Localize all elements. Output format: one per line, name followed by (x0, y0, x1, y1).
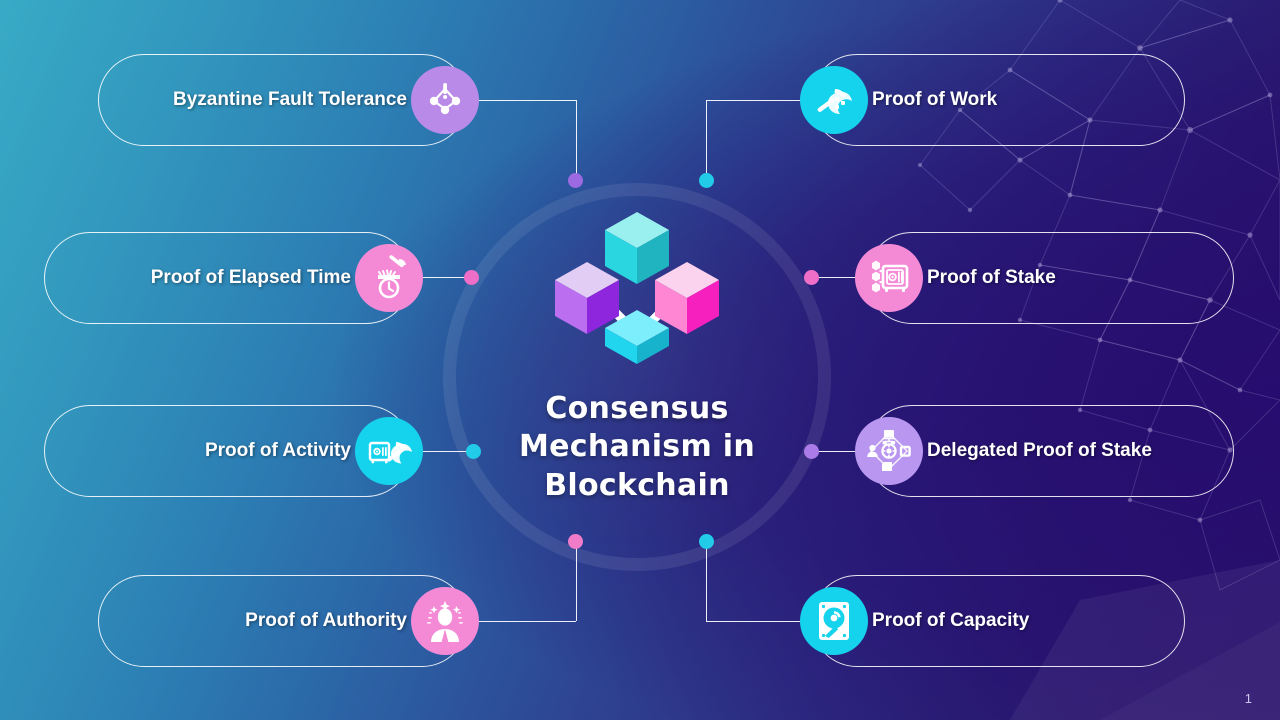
vault-pickaxe-icon (355, 417, 423, 485)
item-label-proof-of-activity: Proof of Activity (204, 440, 351, 461)
item-label-proof-of-capacity: Proof of Capacity (872, 610, 1030, 631)
connector-dot-proof-of-work (699, 173, 714, 188)
item-label-proof-of-elapsed-time: Proof of Elapsed Time (150, 267, 351, 288)
vault-coins-icon (855, 244, 923, 312)
item-byzantine-fault-tolerance[interactable]: Byzantine Fault Tolerance (98, 54, 479, 146)
item-proof-of-stake[interactable]: Proof of Stake (855, 232, 1234, 324)
hard-disk-drive-icon (800, 587, 868, 655)
item-label-proof-of-stake: Proof of Stake (927, 267, 1056, 288)
blockchain-cubes-network-icon (555, 212, 719, 364)
clock-pickaxe-icon (355, 244, 423, 312)
center-title-line-3: Blockchain (544, 467, 730, 503)
connector-dot-byzantine-fault-tolerance (568, 173, 583, 188)
item-proof-of-capacity[interactable]: Proof of Capacity (800, 575, 1185, 667)
item-label-proof-of-work: Proof of Work (872, 89, 998, 110)
center-title-line-1: Consensus (545, 391, 729, 426)
item-proof-of-elapsed-time[interactable]: Proof of Elapsed Time (44, 232, 423, 324)
page-title: Consensus Mechanism in Blockchain (519, 390, 755, 505)
item-label-delegated-proof-of-stake: Delegated Proof of Stake (927, 440, 1152, 461)
network-alert-nodes-icon (411, 66, 479, 134)
item-proof-of-work[interactable]: Proof of Work (800, 54, 1185, 146)
item-label-proof-of-authority: Proof of Authority (245, 610, 407, 631)
item-proof-of-authority[interactable]: Proof of Authority (98, 575, 479, 667)
page-number: 1 (1244, 691, 1252, 706)
item-delegated-proof-of-stake[interactable]: Delegated Proof of Stake (855, 405, 1234, 497)
item-proof-of-activity[interactable]: Proof of Activity (44, 405, 423, 497)
item-label-byzantine-fault-tolerance: Byzantine Fault Tolerance (172, 89, 407, 110)
center-title-line-2: Mechanism in (518, 429, 756, 465)
pickaxe-mining-icon (800, 66, 868, 134)
delegation-network-icon (855, 417, 923, 485)
person-stars-authority-icon (411, 587, 479, 655)
center-hub: Consensus Mechanism in Blockchain (452, 200, 822, 550)
